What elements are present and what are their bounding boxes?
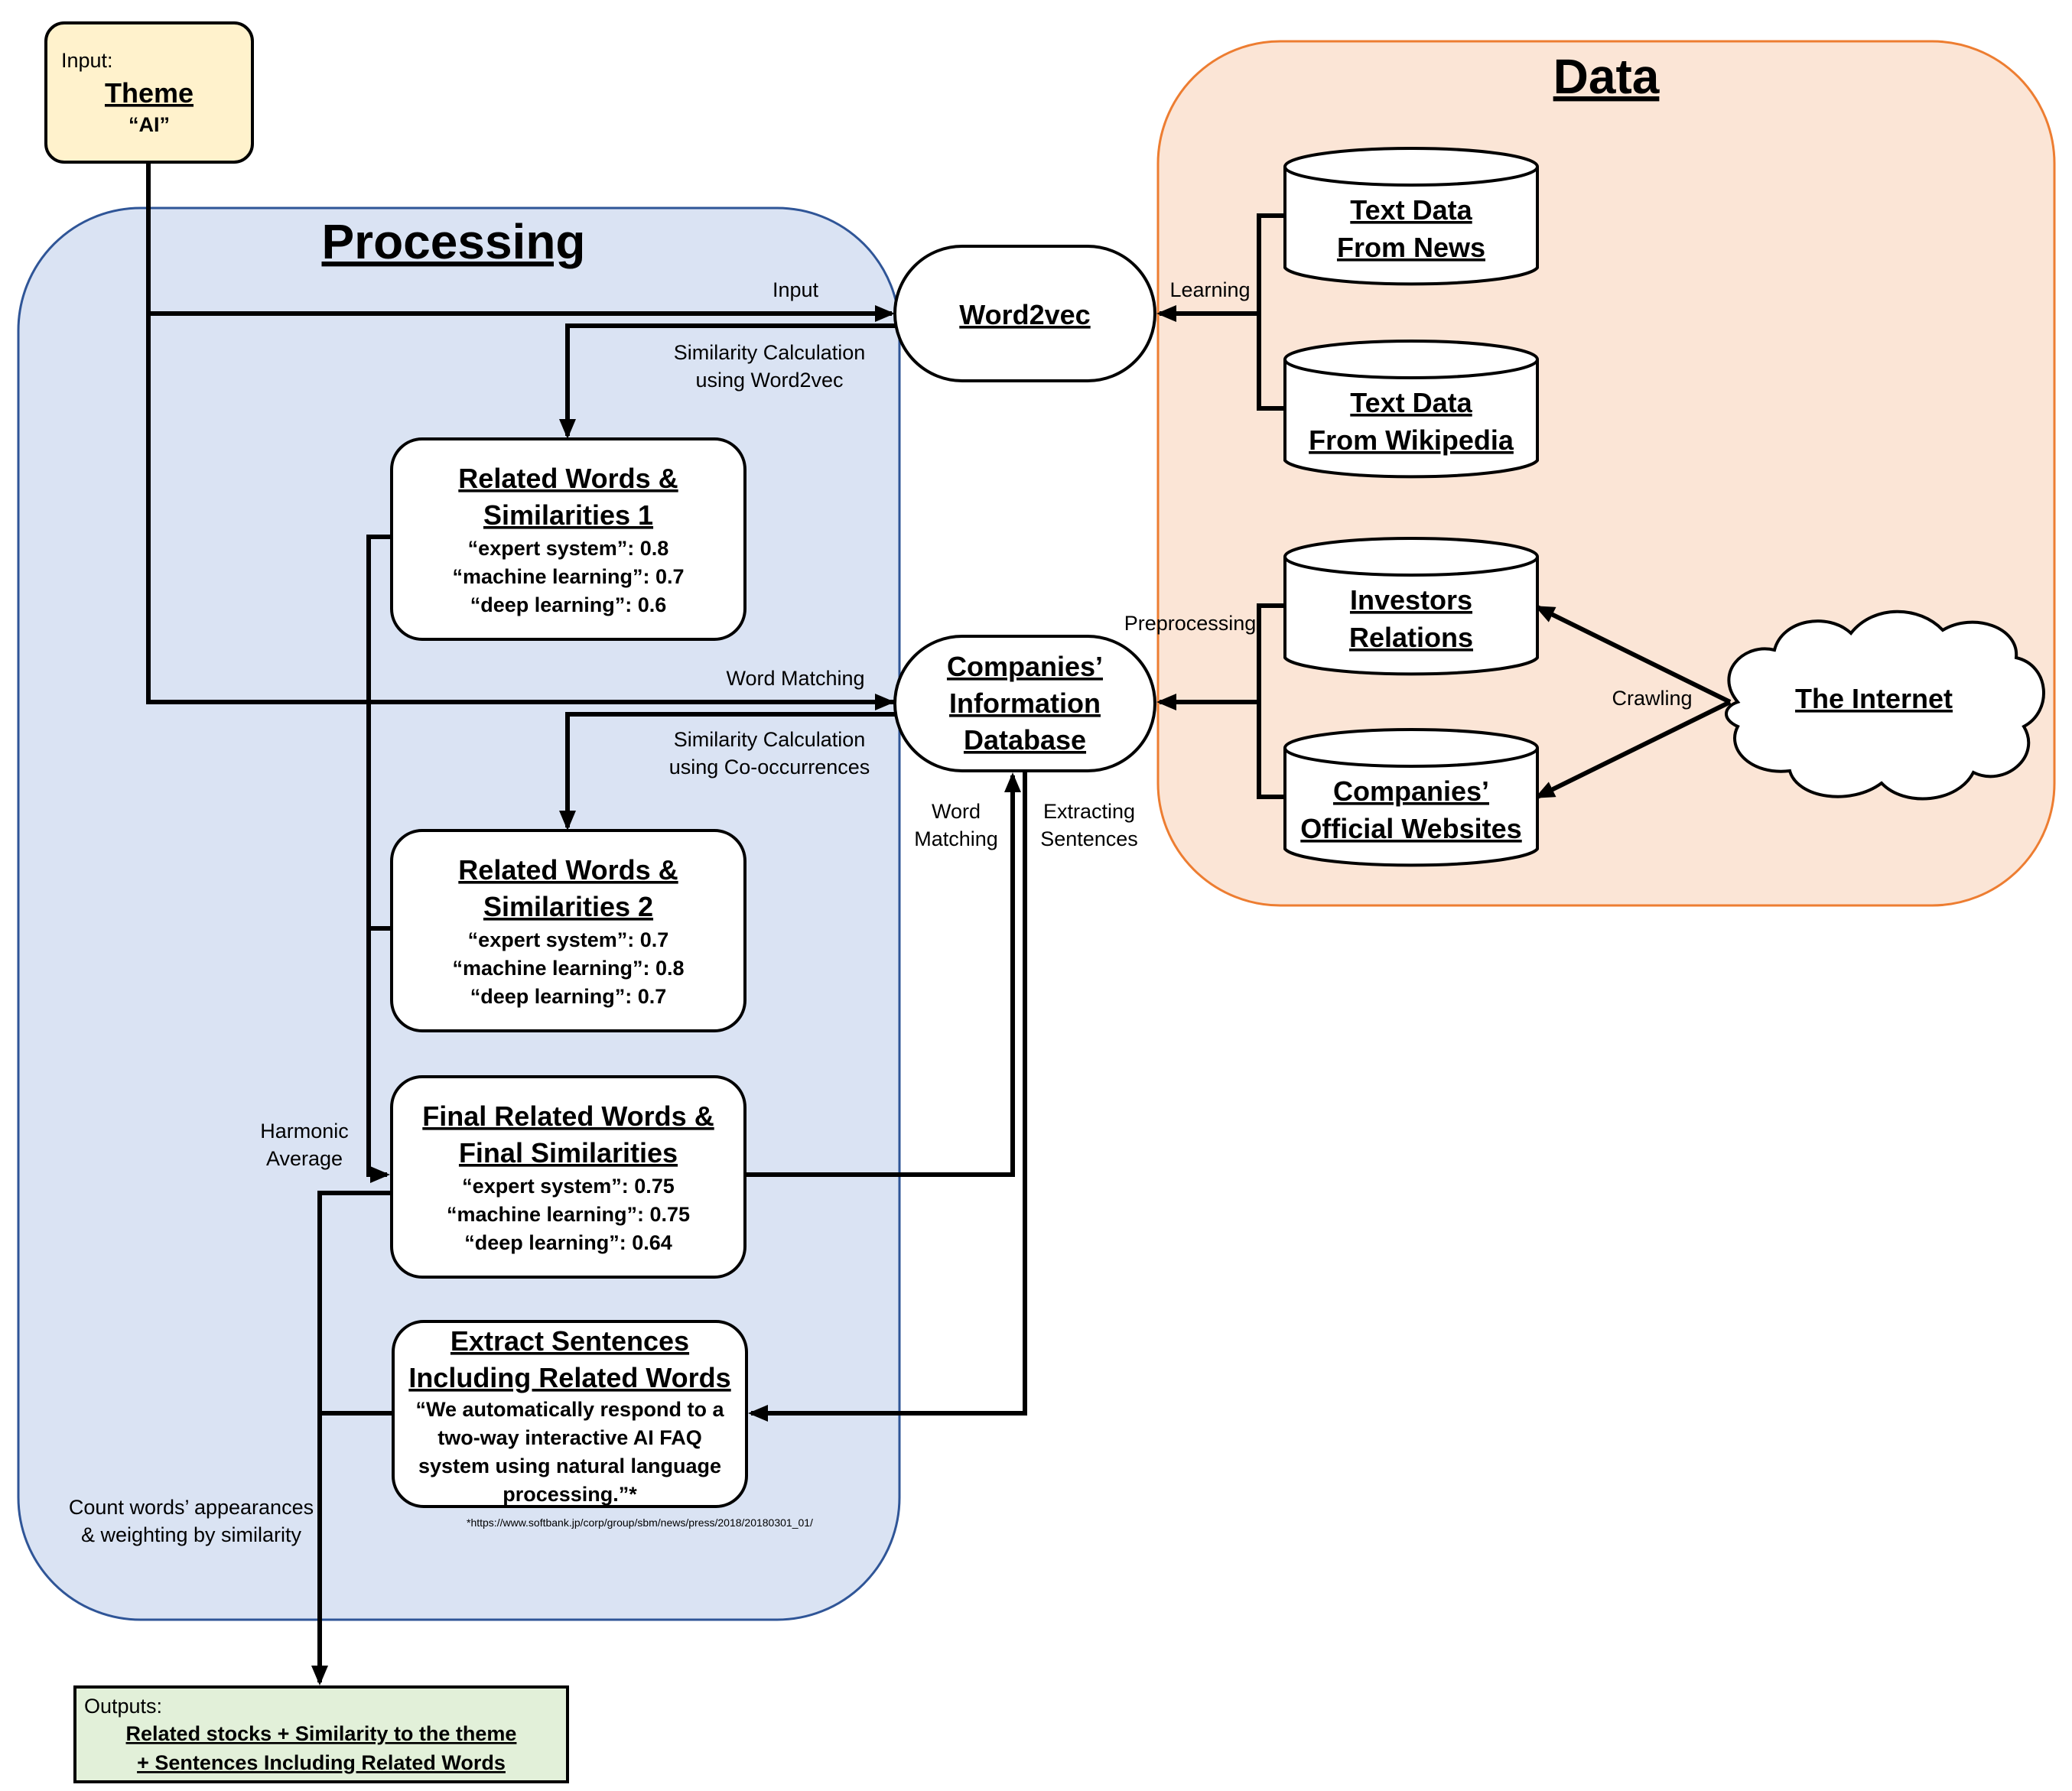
label-sim-cooc-1: Similarity Calculation [674, 728, 866, 751]
outputs-line-1: Related stocks + Similarity to the theme [126, 1722, 517, 1745]
label-extracting-1: Extracting [1043, 800, 1135, 823]
data-title: Data [1553, 49, 1660, 104]
related1-title-2: Similarities 1 [483, 499, 653, 531]
final-title-2: Final Similarities [459, 1137, 678, 1169]
wikipedia-line-1: Text Data [1350, 387, 1472, 418]
internet-cloud: The Internet [1725, 609, 2045, 801]
db-line-3: Database [964, 724, 1086, 756]
label-word-matching-2b: Matching [914, 827, 998, 850]
related1-item: “machine learning”: 0.7 [452, 565, 684, 588]
companies-database-node: Companies’ Information Database [893, 635, 1156, 772]
related1-item: “expert system”: 0.8 [468, 537, 669, 560]
db-line-1: Companies’ [947, 651, 1103, 682]
extract-sentences-box: Extract Sentences Including Related Word… [392, 1320, 748, 1508]
label-harmonic-1: Harmonic [260, 1120, 349, 1143]
news-line-2: From News [1337, 232, 1485, 263]
db-line-2: Information [949, 687, 1101, 719]
final-item: “expert system”: 0.75 [462, 1175, 675, 1198]
final-related-words-box: Final Related Words & Final Similarities… [390, 1075, 747, 1279]
websites-line-2: Official Websites [1300, 813, 1521, 844]
related-words-2-box: Related Words & Similarities 2 “expert s… [390, 829, 747, 1032]
edge-crawl-ir [1534, 605, 1732, 704]
label-learning: Learning [1169, 278, 1250, 301]
related2-title-2: Similarities 2 [483, 891, 653, 922]
extract-quote: system using natural language [418, 1455, 721, 1477]
related-words-1-box: Related Words & Similarities 1 “expert s… [390, 437, 747, 641]
outputs-prefix: Outputs: [84, 1695, 162, 1718]
related1-title-1: Related Words & [458, 463, 678, 494]
label-count-1: Count words’ appearances [69, 1496, 314, 1519]
processing-title: Processing [321, 214, 585, 269]
news-line-1: Text Data [1350, 194, 1472, 226]
edge-harmonic-bracket [366, 535, 392, 1183]
cylinder-news: Text Data From News [1283, 147, 1539, 286]
extract-quote: two-way interactive AI FAQ [437, 1426, 702, 1449]
outputs-box: Outputs: Related stocks + Similarity to … [73, 1685, 569, 1783]
footnote: *https://www.softbank.jp/corp/group/sbm/… [467, 1516, 813, 1529]
extract-title-2: Including Related Words [408, 1362, 730, 1393]
label-word-matching: Word Matching [726, 667, 864, 690]
cylinder-official-websites: Companies’ Official Websites [1283, 728, 1539, 867]
label-count-2: & weighting by similarity [81, 1523, 302, 1546]
edge-count-to-outputs [311, 1191, 392, 1685]
wikipedia-line-2: From Wikipedia [1309, 424, 1514, 456]
edge-db-to-extract [748, 772, 1027, 1422]
edge-preprocessing [1160, 603, 1283, 799]
input-theme-box: Input: Theme “AI” [44, 21, 254, 164]
final-item: “deep learning”: 0.64 [464, 1231, 672, 1254]
related2-item: “expert system”: 0.7 [468, 928, 669, 951]
cylinder-investors-relations: Investors Relations [1283, 537, 1539, 676]
related2-item: “deep learning”: 0.7 [470, 985, 667, 1008]
label-word-matching-2a: Word [932, 800, 981, 823]
internet-label: The Internet [1795, 683, 1953, 714]
cylinder-wikipedia: Text Data From Wikipedia [1283, 340, 1539, 479]
word2vec-label: Word2vec [959, 299, 1090, 330]
extract-title-1: Extract Sentences [451, 1325, 689, 1357]
edge-learning [1160, 213, 1283, 411]
ir-line-1: Investors [1350, 584, 1472, 616]
final-title-1: Final Related Words & [422, 1100, 714, 1132]
label-input: Input [773, 278, 819, 301]
input-title: Theme [105, 77, 194, 109]
word2vec-node: Word2vec [893, 245, 1156, 382]
edge-w2v-to-related1 [559, 323, 895, 439]
label-preprocessing: Preprocessing [1124, 612, 1257, 635]
websites-line-1: Companies’ [1333, 775, 1489, 807]
final-item: “machine learning”: 0.75 [447, 1203, 690, 1226]
related1-item: “deep learning”: 0.6 [470, 593, 667, 616]
label-harmonic-2: Average [266, 1147, 343, 1170]
extract-quote: processing.”* [503, 1483, 637, 1506]
input-value: “AI” [128, 113, 170, 136]
ir-line-2: Relations [1349, 622, 1473, 653]
label-crawling: Crawling [1612, 687, 1692, 710]
label-sim-w2v-2: using Word2vec [695, 369, 843, 392]
label-extracting-2: Sentences [1040, 827, 1138, 850]
edge-input-vertical [146, 162, 895, 704]
outputs-line-2: + Sentences Including Related Words [137, 1751, 506, 1774]
edge-final-to-db [745, 772, 1021, 1177]
label-sim-cooc-2: using Co-occurrences [669, 756, 870, 778]
edge-crawl-web [1534, 700, 1732, 799]
label-sim-w2v-1: Similarity Calculation [674, 341, 866, 364]
edge-db-to-related2 [559, 712, 895, 830]
input-prefix: Input: [61, 49, 113, 72]
related2-title-1: Related Words & [458, 854, 678, 886]
extract-quote: “We automatically respond to a [415, 1398, 724, 1421]
related2-item: “machine learning”: 0.8 [452, 957, 684, 980]
